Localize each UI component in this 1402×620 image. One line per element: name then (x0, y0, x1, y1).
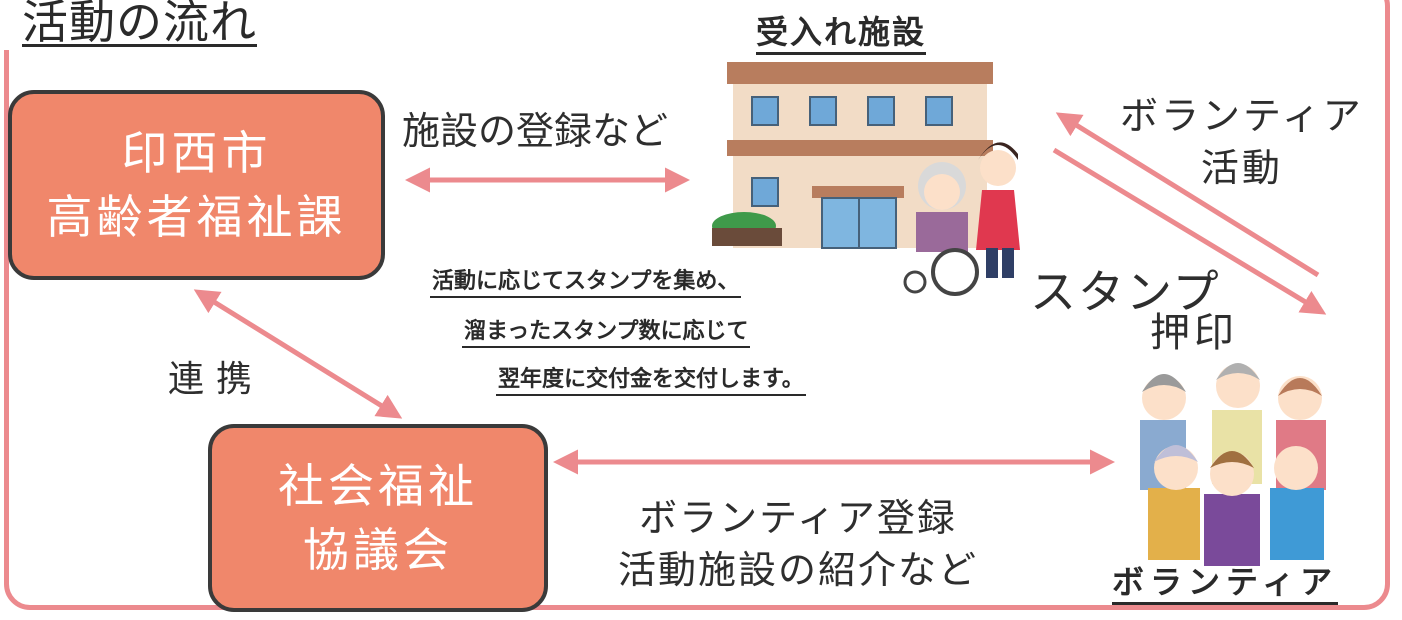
label-city-facility: 施設の登録など (402, 109, 669, 153)
volunteers-heading: ボランティア (1112, 562, 1339, 605)
label-council-volunteers-line-2: 活動施設の紹介など (618, 548, 979, 592)
label-stamp: スタンプ (1030, 265, 1221, 319)
label-council-volunteers: ボランティア登録 活動施設の紹介など (618, 492, 978, 596)
label-volunteer-activity-line-2: 活動 (1200, 146, 1283, 190)
outer-frame (4, 0, 1390, 610)
city-office-line-1: 印西市 (121, 126, 272, 180)
city-office-box: 印西市 高齢者福祉課 (8, 90, 385, 280)
facility-heading: 受入れ施設 (756, 12, 927, 55)
label-city-council: 連携 (168, 359, 265, 400)
council-line-2: 協議会 (303, 523, 453, 577)
arrow-city-council (193, 289, 403, 419)
label-stamp-press: 押印 (1150, 310, 1238, 356)
label-council-volunteers-line-1: ボランティア登録 (639, 496, 957, 540)
page-title: 活動の流れ (22, 0, 257, 49)
city-office-line-2: 高齢者福祉課 (46, 190, 347, 244)
council-box: 社会福祉 協議会 (208, 424, 548, 612)
council-line-1: 社会福祉 (278, 459, 478, 513)
note-line-2: 溜まったスタンプ数に応じて (462, 318, 751, 348)
arrow-volunteers-to-facility (1055, 112, 1320, 278)
title-backdrop (0, 0, 340, 50)
note-line-3: 翌年度に交付金を交付します。 (496, 366, 806, 396)
arrow-facility-to-volunteers (1052, 147, 1327, 315)
label-volunteer-activity: ボランティア 活動 (1120, 90, 1364, 194)
label-volunteer-activity-line-1: ボランティア (1120, 94, 1364, 138)
note-line-1: 活動に応じてスタンプを集め、 (430, 268, 742, 298)
